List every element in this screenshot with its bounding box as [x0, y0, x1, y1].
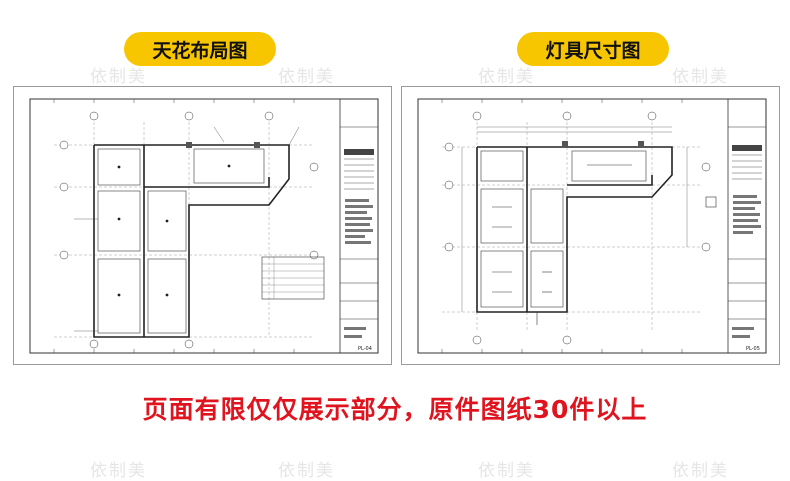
sheet-code: PL-04: [358, 346, 372, 352]
pill-label: 灯具尺寸图: [545, 39, 641, 62]
fixture-dimension-drawing: PL-05: [417, 98, 767, 354]
ceiling-plan-drawing: PL-04: [29, 98, 379, 354]
sheet-code: PL-05: [746, 346, 760, 352]
pill-label: 天花布局图: [152, 39, 248, 62]
title-pill-ceiling-layout: 天花布局图: [124, 32, 276, 66]
watermark: 依制美: [278, 67, 335, 87]
title-pill-fixture-dimensions: 灯具尺寸图: [517, 32, 669, 66]
watermark: 依制美: [90, 461, 147, 481]
watermark: 依制美: [478, 461, 535, 481]
watermark: 依制美: [672, 67, 729, 87]
watermark: 依制美: [90, 67, 147, 87]
watermark: 依制美: [672, 461, 729, 481]
right-drawing-sheet: PL-05: [401, 86, 780, 365]
watermark: 依制美: [278, 461, 335, 481]
caption-notice: 页面有限仅仅展示部分，原件图纸30件以上: [142, 395, 648, 424]
left-drawing-sheet: PL-04: [13, 86, 392, 365]
watermark: 依制美: [478, 67, 535, 87]
